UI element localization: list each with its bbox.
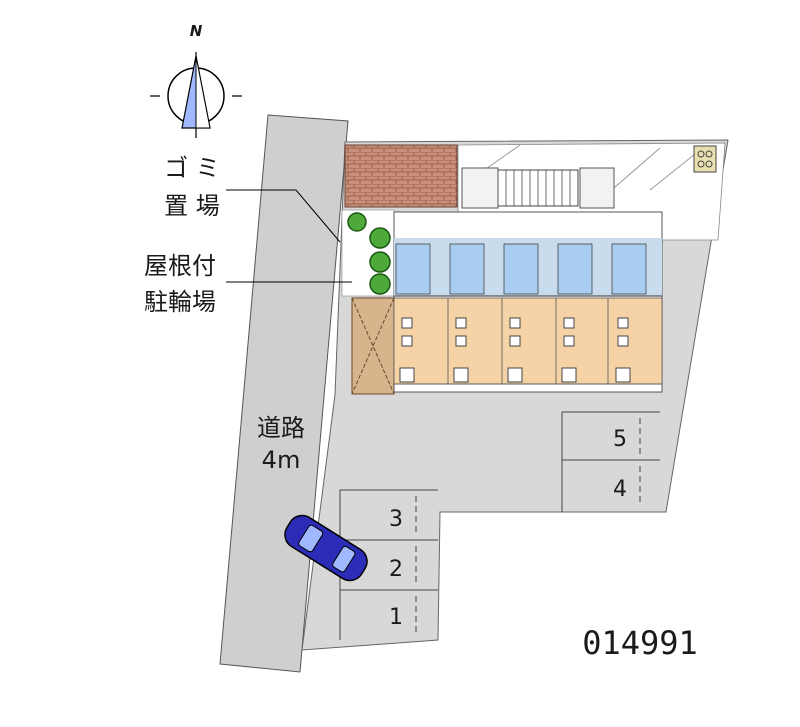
property-code: 014991: [582, 624, 698, 662]
apartment-unit: [395, 243, 449, 384]
building: [393, 211, 663, 393]
road-width-label: 4m: [262, 446, 301, 474]
road-label: 道路: [257, 414, 305, 442]
bicycle-parking-label: 駐輪場: [144, 288, 216, 316]
parking-space-number: 4: [613, 477, 627, 502]
apartment-unit: [503, 243, 557, 384]
garbage-area: [344, 144, 458, 208]
compass-icon: [150, 52, 242, 138]
bicycle-parking-label: 屋根付: [144, 252, 216, 280]
meter-box: [693, 145, 717, 173]
compass-north-label: N: [190, 22, 203, 40]
road: [219, 114, 349, 673]
garbage-area-label: 置 場: [164, 192, 220, 220]
car-icon: [284, 514, 368, 582]
apartment-unit: [611, 243, 647, 383]
apartment-unit: [449, 243, 503, 384]
parking-space-number: 5: [613, 427, 627, 452]
parking-space-number: 1: [389, 605, 403, 630]
tree-group: [341, 209, 395, 297]
apartment-unit: [557, 243, 609, 384]
bicycle-shelter: [351, 297, 395, 395]
parking-space-number: 3: [389, 507, 403, 532]
staircase: [461, 167, 615, 209]
garbage-area-label: ゴ ミ: [164, 154, 220, 182]
parking-area-right: [561, 411, 660, 512]
parking-space-number: 2: [389, 557, 403, 582]
